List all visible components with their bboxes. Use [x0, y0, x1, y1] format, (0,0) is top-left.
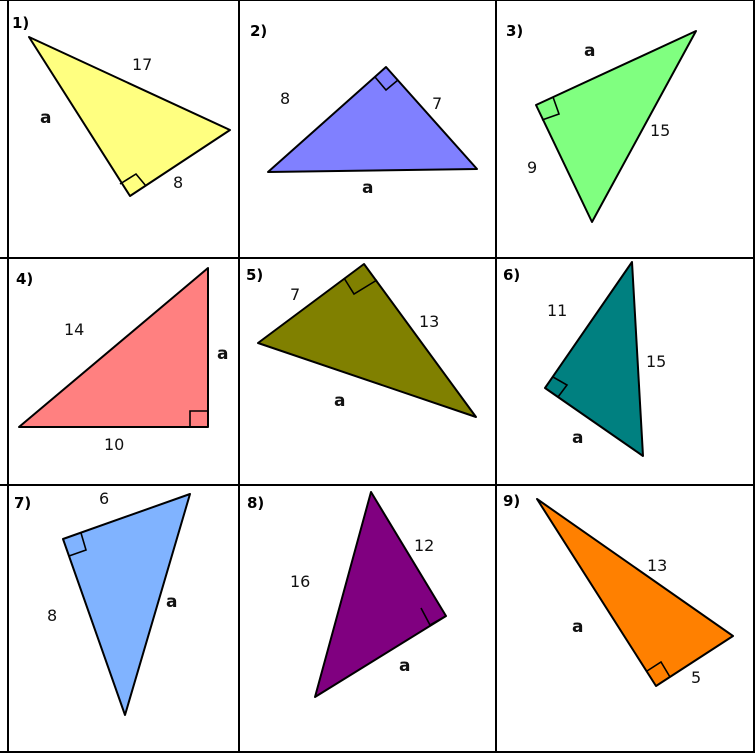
side-label: 13	[419, 312, 439, 331]
right-triangle	[267, 66, 478, 173]
right-triangle	[536, 498, 734, 687]
right-angle-marker	[552, 376, 569, 398]
side-label: 8	[173, 173, 183, 192]
right-angle-marker	[68, 532, 87, 557]
right-triangle	[257, 263, 477, 418]
problem-5: 5) 7 13 a	[246, 263, 477, 418]
unknown-side-label: a	[399, 656, 410, 676]
problem-1: 1) 17 a 8	[12, 14, 231, 197]
unknown-side-label: a	[166, 592, 177, 612]
side-label: 5	[691, 668, 701, 687]
problem-number: 7)	[14, 494, 31, 512]
right-triangle	[544, 261, 644, 457]
unknown-side-label: a	[362, 178, 373, 198]
side-label: 13	[647, 556, 667, 575]
right-triangle	[314, 491, 447, 698]
problem-number: 3)	[506, 22, 523, 40]
side-label: 11	[547, 301, 567, 320]
problem-4: 4) 14 a 10	[16, 267, 228, 454]
problem-2: 2) 8 7 a	[250, 22, 478, 198]
side-label: 15	[646, 352, 666, 371]
problem-number: 9)	[503, 492, 520, 510]
problem-number: 1)	[12, 14, 29, 32]
side-label: 8	[47, 606, 57, 625]
side-label: 7	[290, 285, 300, 304]
side-label: 8	[280, 89, 290, 108]
side-label: 7	[432, 94, 442, 113]
problem-9: 9) 13 a 5	[503, 492, 734, 687]
right-angle-marker	[646, 660, 671, 678]
right-triangle	[535, 30, 697, 223]
problem-3: 3) a 15 9	[506, 22, 697, 223]
right-triangle	[62, 493, 191, 716]
right-angle-marker	[119, 172, 147, 187]
right-triangle	[18, 267, 209, 428]
unknown-side-label: a	[572, 617, 583, 637]
side-label: 6	[99, 489, 109, 508]
problem-6: 6) 11 15 a	[503, 261, 666, 457]
right-triangle	[28, 36, 231, 197]
side-label: 9	[527, 158, 537, 177]
side-label: 17	[132, 55, 152, 74]
side-label: 12	[414, 536, 434, 555]
problem-7: 7) 6 8 a	[14, 489, 191, 716]
right-angle-marker	[541, 96, 561, 121]
unknown-side-label: a	[217, 344, 228, 364]
side-label: 15	[650, 121, 670, 140]
problem-number: 6)	[503, 266, 520, 284]
side-label: 16	[290, 572, 310, 591]
unknown-side-label: a	[572, 428, 583, 448]
right-angle-marker	[189, 410, 208, 427]
unknown-side-label: a	[40, 108, 51, 128]
side-label: 10	[104, 435, 124, 454]
right-angle-marker	[343, 277, 378, 296]
right-angle-marker	[420, 607, 447, 627]
problem-number: 2)	[250, 22, 267, 40]
problem-number: 8)	[247, 494, 264, 512]
problem-8: 8) 16 12 a	[247, 491, 447, 698]
side-label: 14	[64, 320, 84, 339]
problem-number: 4)	[16, 270, 33, 288]
right-angle-marker	[374, 76, 399, 92]
unknown-side-label: a	[334, 391, 345, 411]
problem-number: 5)	[246, 266, 263, 284]
unknown-side-label: a	[584, 41, 595, 61]
